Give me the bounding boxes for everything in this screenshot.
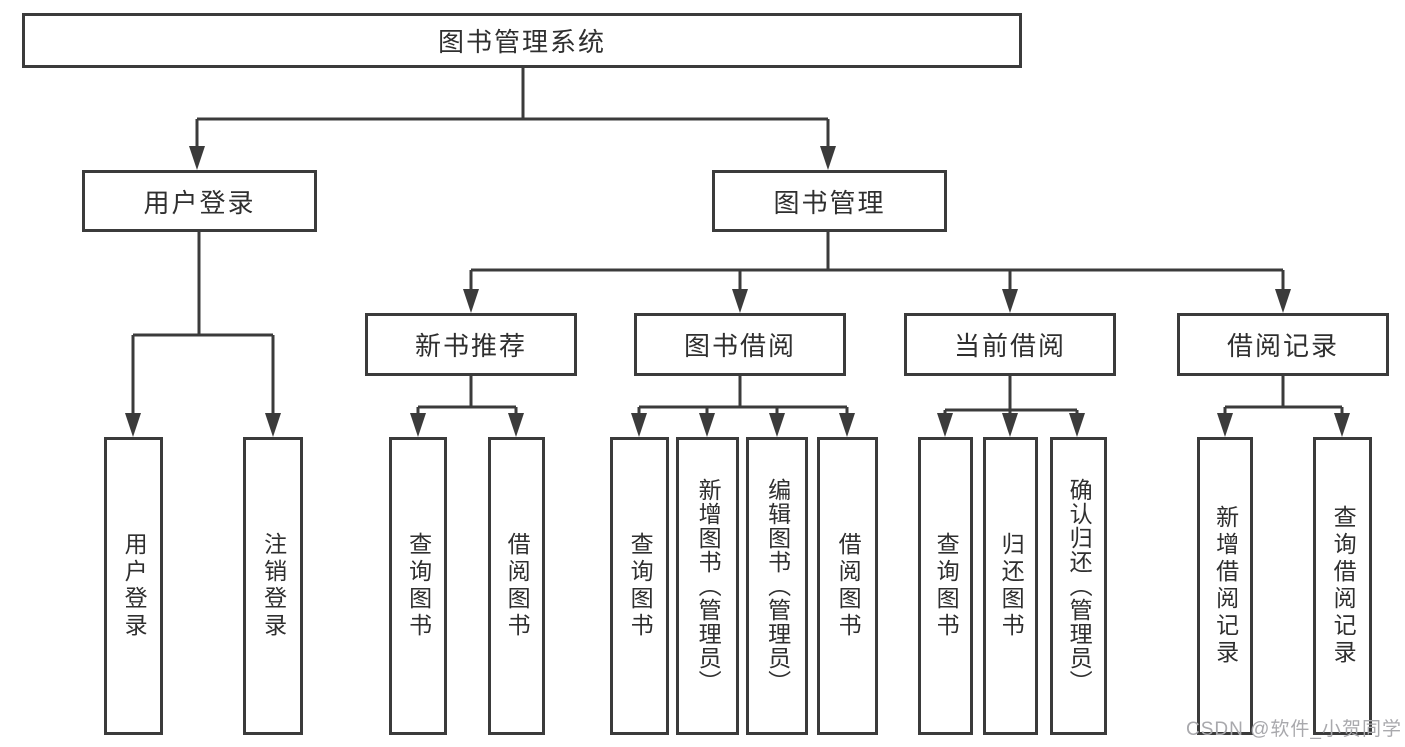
leaf-logout: 注销登录	[243, 437, 303, 735]
watermark: CSDN @软件_小贺同学	[1186, 719, 1402, 740]
node-borrowing-records: 借阅记录	[1177, 313, 1389, 376]
connector-elbows	[131, 68, 1344, 419]
leaf-borrow-books-recommend: 借阅图书	[488, 437, 545, 735]
leaf-confirm-return-admin: 确认归还（管理员）	[1050, 437, 1107, 735]
leaf-query-books-current: 查询图书	[918, 437, 973, 735]
leaf-edit-books-admin: 编辑图书（管理员）	[746, 437, 808, 735]
node-book-borrowing: 图书借阅	[634, 313, 846, 376]
node-new-book-recommend: 新书推荐	[365, 313, 577, 376]
leaf-add-borrow-record: 新增借阅记录	[1197, 437, 1253, 735]
leaf-query-books-recommend: 查询图书	[389, 437, 447, 735]
leaf-query-books-borrowing: 查询图书	[610, 437, 669, 735]
leaf-user-login: 用户登录	[104, 437, 163, 735]
node-system-root: 图书管理系统	[22, 13, 1022, 68]
leaf-add-books-admin: 新增图书（管理员）	[676, 437, 739, 735]
leaf-return-books: 归还图书	[983, 437, 1038, 735]
node-book-management-module: 图书管理	[712, 170, 947, 232]
node-user-login-module: 用户登录	[82, 170, 317, 232]
node-current-borrowing: 当前借阅	[904, 313, 1116, 376]
leaf-query-borrow-record: 查询借阅记录	[1313, 437, 1372, 735]
arrowheads	[125, 146, 1350, 437]
leaf-borrow-books: 借阅图书	[817, 437, 878, 735]
